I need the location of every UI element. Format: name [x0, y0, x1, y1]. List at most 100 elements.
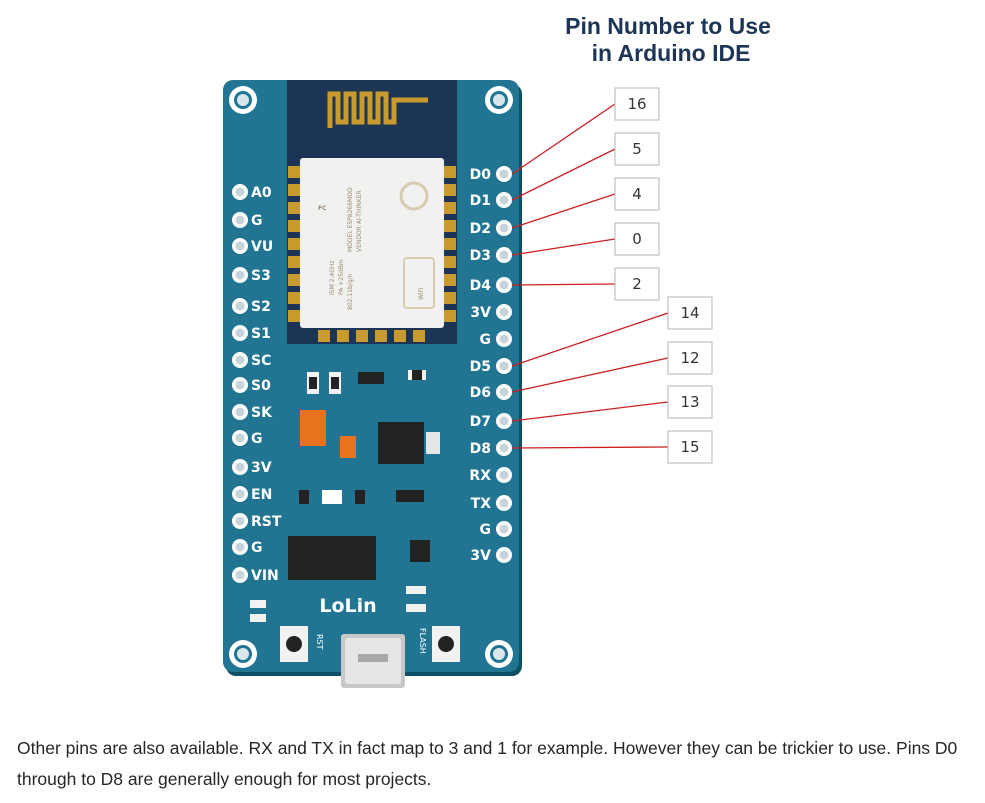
flash-button-label: FLASH: [418, 628, 427, 654]
module-pads-left: [288, 166, 300, 322]
pin-number-box: 0: [614, 222, 660, 256]
pin-number-box: 2: [614, 267, 660, 301]
module-pads-bottom: [318, 330, 425, 342]
fc-mark: FC: [318, 205, 327, 212]
antenna-trace-icon: [327, 91, 428, 128]
nodemcu-pinout-diagram: Pin Number to Use in Arduino IDE FC MODE…: [223, 13, 771, 688]
right-pin-label: 3V: [470, 548, 491, 564]
right-pin-label: D8: [470, 441, 491, 457]
pin-hole-icon: [496, 304, 512, 320]
pin-hole-icon: [496, 521, 512, 537]
mounting-hole-icon: [229, 86, 257, 114]
rf-shield: [300, 158, 444, 328]
leader-line: [511, 238, 616, 256]
pin-hole-icon: [496, 467, 512, 483]
pin-hole-icon: [232, 184, 248, 200]
right-pin-label: D3: [470, 248, 491, 264]
voltage-regulator: [378, 422, 424, 464]
pin-number-box: 5: [614, 132, 660, 166]
pin-number-box: 13: [667, 385, 713, 419]
mounting-hole-icon: [485, 86, 513, 114]
pin-number-box: 14: [667, 296, 713, 330]
pin-hole-icon: [496, 358, 512, 374]
right-pin-label: D4: [470, 278, 492, 294]
wifi-mark: WiFi: [418, 288, 425, 300]
pin-hole-icon: [232, 238, 248, 254]
pin-hole-icon: [496, 247, 512, 263]
board: FC MODEL ESP8266MOD VENDOR AI-THINKER IS…: [223, 80, 522, 688]
title-line-1: Pin Number to Use: [565, 13, 771, 39]
leader-line: [511, 312, 669, 367]
wifi-logo-box: [403, 257, 435, 309]
pin-hole-icon: [232, 325, 248, 341]
left-pin-label: S1: [251, 326, 271, 342]
pin-hole-icon: [232, 486, 248, 502]
right-pin-label: D0: [470, 167, 492, 183]
right-pin-label: 3V: [470, 305, 491, 321]
module-ism-text: ISM 2.4GHz: [329, 260, 336, 295]
left-pin-label: VIN: [251, 568, 279, 584]
pin-number-label: 13: [680, 393, 699, 411]
usb-serial-chip: [288, 536, 376, 580]
leader-line: [511, 283, 616, 286]
micro-usb-port[interactable]: [341, 634, 405, 688]
right-pin-label: D6: [470, 385, 491, 401]
pin-hole-icon: [232, 513, 248, 529]
leader-line: [511, 193, 616, 229]
esp8266-module: FC MODEL ESP8266MOD VENDOR AI-THINKER IS…: [287, 80, 457, 344]
pin-number-label: 0: [632, 230, 642, 248]
pin-number-label: 5: [632, 140, 642, 158]
left-pin-label: RST: [251, 514, 282, 530]
tantalum-capacitor: [340, 436, 356, 458]
pin-number-label: 14: [680, 304, 699, 322]
ai-logo-icon: [399, 181, 429, 211]
right-pin-label: TX: [471, 496, 492, 512]
left-pin-label: A0: [251, 185, 272, 201]
pin-hole-icon: [232, 539, 248, 555]
pin-hole-icon: [232, 567, 248, 583]
left-pin-label: EN: [251, 487, 272, 503]
mapping-number-boxes: 16 5 4 0 2 14 12 13 15: [614, 87, 713, 464]
leader-line: [511, 103, 616, 175]
right-pin-label: D7: [470, 414, 491, 430]
pin-number-label: 16: [627, 95, 646, 113]
module-pa-text: PA +25dBm: [338, 259, 345, 295]
pin-hole-icon: [496, 220, 512, 236]
pin-hole-icon: [232, 430, 248, 446]
left-pin-label: S3: [251, 268, 271, 284]
leader-line: [511, 357, 669, 393]
pin-hole-icon: [496, 384, 512, 400]
pin-number-box: 15: [667, 430, 713, 464]
mounting-hole-icon: [485, 640, 513, 668]
pin-hole-icon: [496, 277, 512, 293]
pin-number-label: 15: [680, 438, 699, 456]
rst-button[interactable]: [280, 626, 308, 662]
module-pads-right: [444, 166, 456, 322]
mounting-hole-icon: [229, 640, 257, 668]
module-model-text: MODEL ESP8266MOD: [347, 187, 354, 252]
pin-hole-icon: [496, 331, 512, 347]
pin-number-box: 4: [614, 177, 660, 211]
right-pin-label: D1: [470, 193, 491, 209]
pin-hole-icon: [496, 547, 512, 563]
right-pin-label: G: [480, 522, 492, 538]
pin-hole-icon: [496, 495, 512, 511]
leader-line: [511, 148, 616, 201]
smd-components: [250, 370, 440, 622]
pin-number-box: 12: [667, 341, 713, 375]
left-pin-label: VU: [251, 239, 273, 255]
right-pin-label: RX: [469, 468, 491, 484]
flash-button[interactable]: [432, 626, 460, 662]
right-pin-label: G: [480, 332, 492, 348]
left-pin-label: G: [251, 431, 263, 447]
pin-hole-icon: [496, 440, 512, 456]
pin-hole-icon: [496, 413, 512, 429]
rst-button-label: RST: [315, 634, 324, 650]
left-pin-label: S0: [251, 378, 271, 394]
left-pin-label: SK: [251, 405, 273, 421]
leader-line: [511, 446, 669, 449]
pin-hole-icon: [232, 298, 248, 314]
caption-text: Other pins are also available. RX and TX…: [17, 738, 958, 789]
